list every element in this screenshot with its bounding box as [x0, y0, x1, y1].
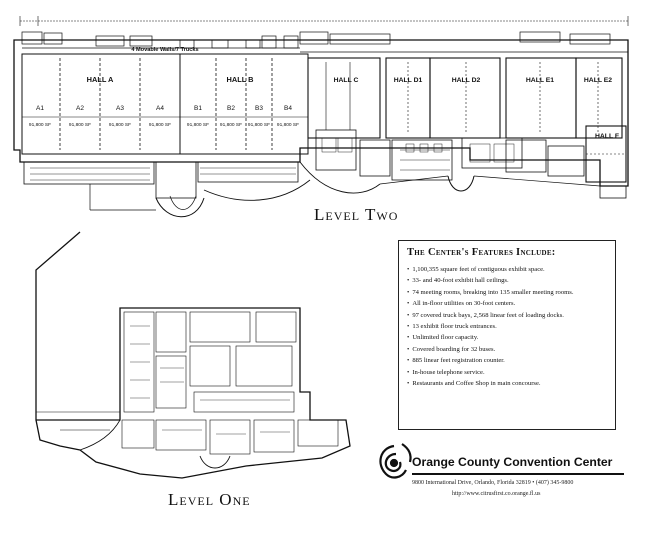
feature-item: 74 meeting rooms, breaking into 135 smal… [407, 287, 607, 298]
features-title: The Center's Features Include: [407, 247, 556, 258]
hall-b4-code: B4 [284, 105, 292, 112]
feature-item: 97 covered truck bays, 2,568 linear feet… [407, 310, 607, 321]
hall-d2-name: HALL D2 [452, 77, 481, 84]
orange-swirl-logo-icon [379, 443, 412, 479]
feature-item: All in-floor utilities on 30-foot center… [407, 298, 607, 309]
hall-d1-name: HALL D1 [394, 77, 423, 84]
feature-item: 885 linear feet registration counter. [407, 355, 607, 366]
hall-d2-outline [429, 57, 501, 139]
hall-b2-code: B2 [227, 105, 235, 112]
hall-c-outline [307, 57, 381, 139]
level-one-outline [35, 231, 351, 479]
hall-e1-outline [505, 57, 577, 139]
level-two-outline [13, 39, 629, 187]
hall-a1-code: A1 [36, 105, 44, 112]
hall-a-outline [21, 53, 181, 155]
hall-a1-area: 91,800 SF [29, 122, 51, 128]
feature-item: 13 exhibit floor truck entrances. [407, 321, 607, 332]
hall-a-name: HALL A [87, 75, 114, 84]
hall-e2-name: HALL E2 [584, 77, 612, 84]
hall-b1-code: B1 [194, 105, 202, 112]
hall-b2-area: 91,800 SF [220, 122, 242, 128]
feature-item: 1,100,355 square feet of contiguous exhi… [407, 264, 607, 275]
brand-block: Orange County Convention Center 9800 Int… [372, 440, 624, 530]
features-box: The Center's Features Include: 1,100,355… [398, 240, 616, 430]
feature-item: Restaurants and Coffee Shop in main conc… [407, 378, 607, 389]
hall-a2-area: 91,800 SF [69, 122, 91, 128]
hall-a3-code: A3 [116, 105, 124, 112]
hall-e1-name: HALL E1 [526, 77, 554, 84]
feature-item: 33- and 40-foot exhibit hall ceilings. [407, 275, 607, 286]
hall-e2-outline [575, 57, 623, 139]
hall-c-name: HALL C [334, 77, 359, 84]
feature-item: Covered boarding for 32 buses. [407, 344, 607, 355]
hall-a4-area: 91,800 SF [149, 122, 171, 128]
brand-rule [412, 473, 624, 475]
features-list: 1,100,355 square feet of contiguous exhi… [407, 264, 607, 389]
level-one-title: Level One [168, 490, 251, 509]
hall-b-outline [179, 53, 309, 155]
level-two-title: Level Two [314, 205, 399, 224]
hall-a2-code: A2 [76, 105, 84, 112]
hall-b1-area: 91,800 SF [187, 122, 209, 128]
hall-b3-code: B3 [255, 105, 263, 112]
hall-f-name: HALL F [595, 133, 619, 140]
brand-address: 9800 International Drive, Orlando, Flori… [412, 480, 574, 486]
feature-item: In-house telephone service. [407, 367, 607, 378]
feature-item: Unlimited floor capacity. [407, 332, 607, 343]
hall-a3-area: 91,800 SF [109, 122, 131, 128]
brand-url: http://www.citrusfirst.co.orange.fl.us [452, 491, 541, 497]
hall-b-name: HALL B [227, 75, 254, 84]
brand-name: Orange County Convention Center [412, 455, 613, 469]
hall-b3-area: 91,800 SF [248, 122, 270, 128]
movable-walls-label: 4 Movable Walls/7 Trucks [131, 47, 198, 53]
hall-b4-area: 91,800 SF [277, 122, 299, 128]
hall-a4-code: A4 [156, 105, 164, 112]
